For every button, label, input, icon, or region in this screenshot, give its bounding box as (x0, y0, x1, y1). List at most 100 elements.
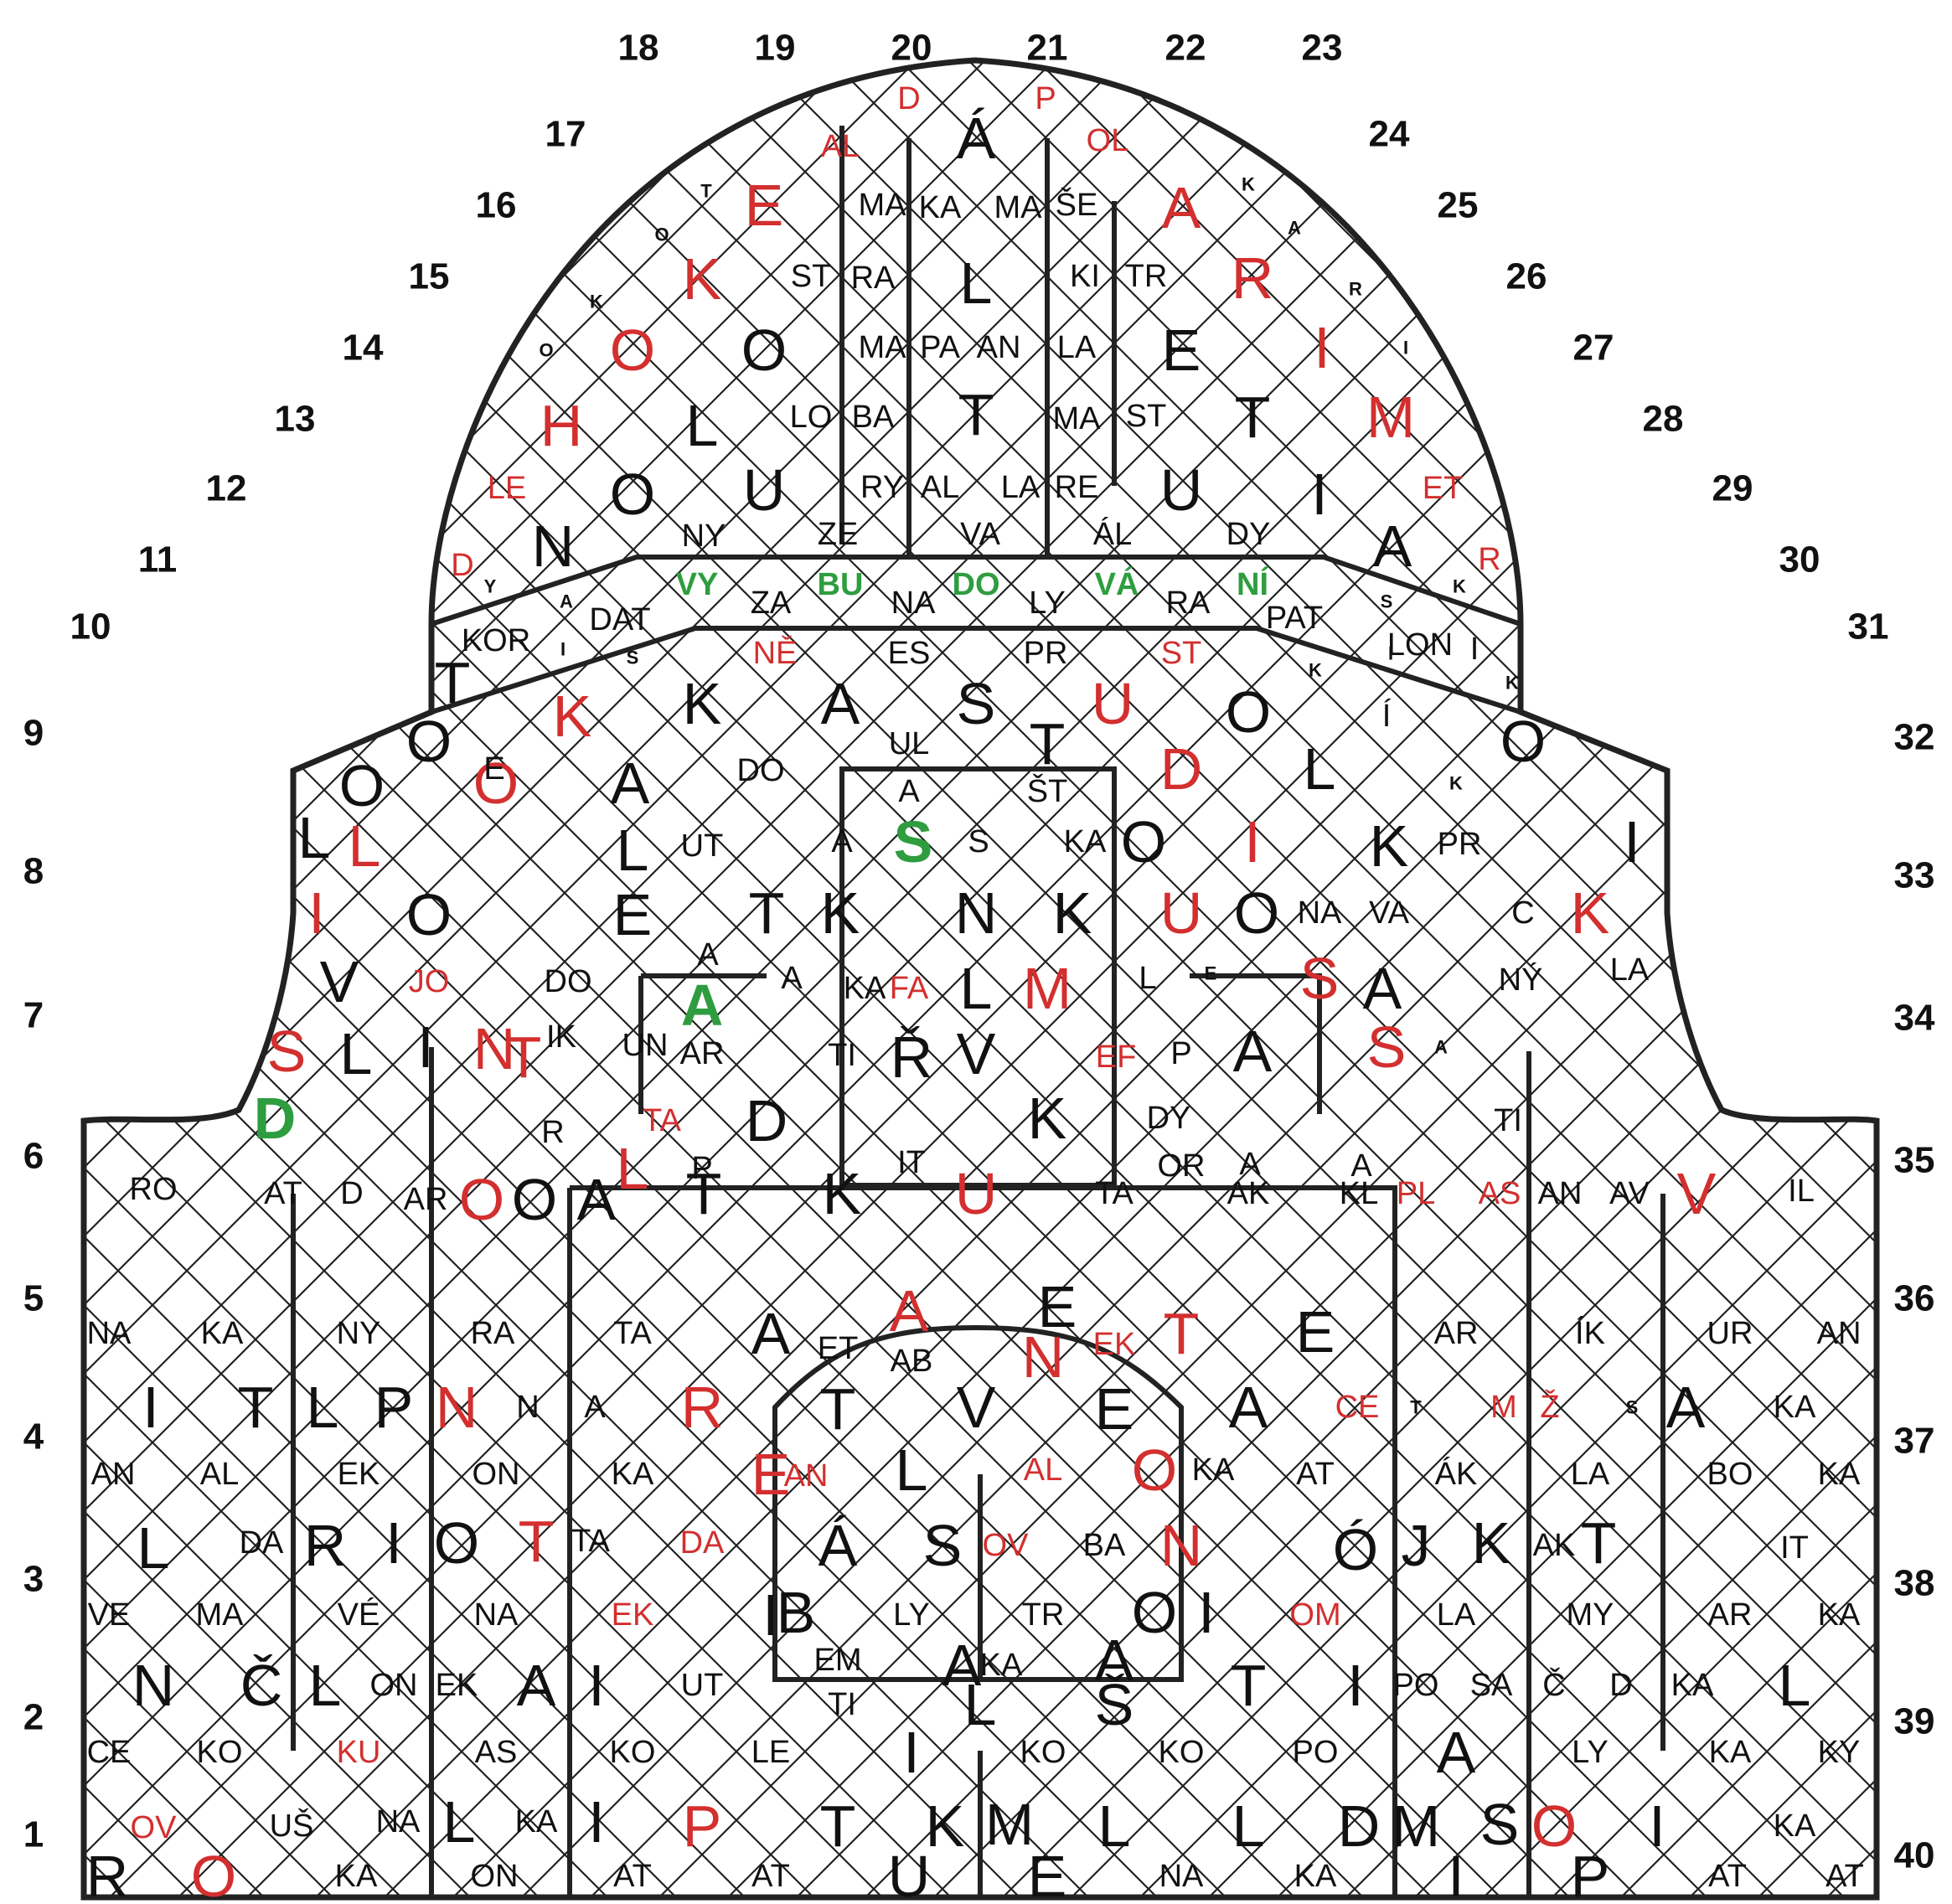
cell-text: KA (515, 1804, 558, 1840)
cell-text: A (584, 1390, 606, 1425)
cell-text: N (516, 1390, 539, 1425)
cell-text: V (320, 949, 359, 1014)
cell-text: Y (484, 576, 497, 597)
cell-text: DA (680, 1525, 725, 1561)
cell-text: M (1490, 1390, 1517, 1425)
cell-text: KA (1192, 1453, 1235, 1488)
cell-text: A (781, 961, 803, 996)
cell-text: BA (852, 400, 895, 435)
cell-text: A (1288, 218, 1301, 239)
cell-text: KA (335, 1859, 378, 1894)
cell-text: KO (1159, 1735, 1205, 1770)
cell-text: ET (818, 1331, 859, 1366)
cell-text: S (968, 824, 989, 859)
cell-text: NY (682, 519, 726, 554)
cell-text: E (1038, 1274, 1077, 1339)
cell-text: ÁK (1435, 1456, 1478, 1492)
cell-text: P (1571, 1844, 1610, 1904)
cell-text: K (1571, 880, 1610, 946)
cell-text: UT (681, 1668, 724, 1703)
cell-text: RA (471, 1316, 515, 1351)
cell-text: R (1232, 245, 1274, 311)
cell-text: U (888, 1844, 931, 1904)
cell-text: A (1162, 175, 1201, 240)
clue-number: 34 (1894, 998, 1935, 1039)
cell-text: KU (337, 1735, 381, 1770)
cell-text: A (517, 1653, 556, 1718)
cell-text: ON (473, 1457, 520, 1492)
cell-text: I (142, 1375, 158, 1440)
cell-text: T (519, 1509, 555, 1574)
cell-text: BU (818, 567, 864, 602)
cell-text: K (926, 1793, 965, 1859)
cell-text: JO (409, 964, 450, 999)
clue-number: 11 (138, 539, 178, 580)
cell-text: D (340, 1176, 363, 1211)
cell-text: KA (1294, 1859, 1337, 1894)
cell-text: PR (1438, 827, 1482, 862)
clue-number: 15 (409, 256, 450, 297)
cell-text: I (1198, 1580, 1214, 1645)
clue-number: 31 (1848, 606, 1889, 648)
cell-text: A (1363, 956, 1402, 1021)
clue-number: 12 (206, 468, 247, 509)
cell-text: UL (889, 726, 930, 761)
cell-text: AK (1227, 1176, 1270, 1211)
cell-text: TR (1022, 1597, 1065, 1633)
cell-text: EK (1093, 1327, 1136, 1362)
cell-text: ŠE (1056, 186, 1098, 223)
cell-text: T (1231, 1653, 1267, 1718)
cell-text: I (903, 1720, 919, 1785)
cell-text: O (1226, 679, 1271, 745)
cell-text: I (1311, 462, 1327, 527)
cell-text: NA (1159, 1859, 1204, 1894)
cell-text: UN (622, 1028, 669, 1063)
cell-text: B (777, 1580, 816, 1645)
clue-number: 27 (1573, 328, 1614, 369)
cell-text: N (473, 1016, 516, 1081)
cell-text: MA (196, 1597, 245, 1633)
cell-text: I (1649, 1793, 1665, 1859)
cell-text: EK (338, 1457, 380, 1492)
cell-text: K (1453, 576, 1466, 597)
cell-text: KL (1340, 1176, 1378, 1211)
divider-line (1190, 973, 1322, 1114)
cell-text: K (1028, 1086, 1067, 1151)
cell-text: L (617, 818, 649, 883)
cell-text: ON (370, 1668, 418, 1703)
cell-text: I (1403, 338, 1408, 359)
clue-number: 32 (1894, 717, 1935, 758)
cell-text: E (1095, 1376, 1134, 1442)
cell-text: O (191, 1844, 236, 1904)
cell-text: NA (1298, 895, 1342, 931)
cell-text: NA (87, 1316, 132, 1351)
cell-text: I (1347, 1653, 1363, 1718)
cell-text: K (1472, 1510, 1511, 1576)
cell-text: K (1370, 813, 1409, 879)
cell-text: D (746, 1088, 788, 1153)
cell-text: UT (681, 828, 724, 864)
cell-text: E (1296, 1299, 1335, 1365)
cell-text: L (960, 250, 993, 316)
cell-text: KA (1818, 1457, 1861, 1492)
cell-text: KA (612, 1457, 654, 1492)
cell-text: MA (1053, 401, 1102, 436)
cell-text: BA (1083, 1528, 1126, 1563)
cell-text: L (896, 1437, 928, 1503)
cell-text: A (577, 1167, 617, 1232)
cell-text: S (1480, 1792, 1520, 1857)
cell-text: VA (960, 517, 1001, 552)
cell-text: KA (1818, 1597, 1861, 1633)
cell-text: IL (1788, 1174, 1815, 1209)
cell-text: DO (737, 753, 785, 788)
divider-line (839, 126, 1117, 557)
cell-text: P (374, 1375, 414, 1440)
cell-text: KA (844, 971, 886, 1006)
cell-text: V (1677, 1161, 1717, 1226)
cell-text: DY (1226, 517, 1271, 552)
cell-text: AB (891, 1344, 933, 1379)
clue-number: 21 (1027, 28, 1068, 69)
cell-text: KA (1774, 1390, 1816, 1425)
cell-text: Ó (1333, 1517, 1378, 1582)
cell-text: T (1581, 1510, 1617, 1576)
